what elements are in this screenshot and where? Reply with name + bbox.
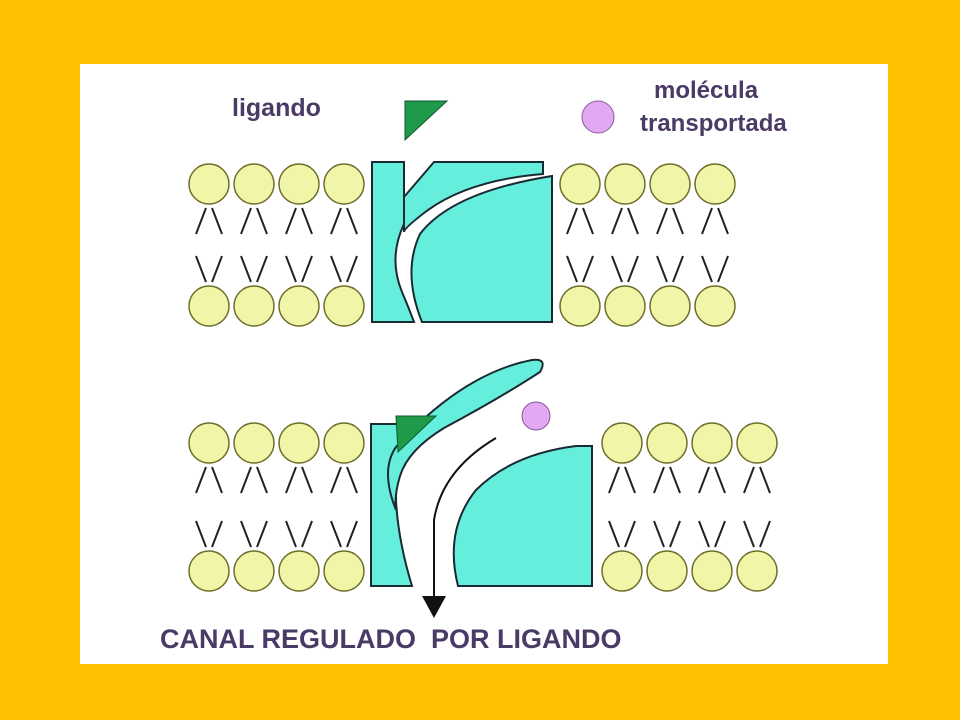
lipid-tail-icon	[611, 255, 639, 283]
bound-ligand-icon	[395, 415, 438, 454]
lipid-head-icon	[188, 285, 230, 327]
lipid-tail-icon	[566, 255, 594, 283]
lipid-head-icon	[188, 163, 230, 205]
channel-gate-flap-icon	[387, 358, 544, 511]
lipid-bilayer-icon	[559, 163, 736, 327]
lipid-head-icon	[233, 163, 275, 205]
lipid-head-icon	[559, 285, 601, 327]
lipid-head-icon	[604, 285, 646, 327]
lipid-tail-icon	[240, 466, 268, 494]
lipid-tail-icon	[195, 207, 223, 235]
lipid-head-icon	[694, 285, 736, 327]
molecule-label-line1: molécula	[654, 77, 759, 104]
closed-channel-icon	[371, 100, 553, 323]
lipid-tail-icon	[653, 466, 681, 494]
lipid-tail-icon	[743, 520, 771, 548]
lipid-head-icon	[278, 550, 320, 592]
molecule-legend-icon	[581, 100, 615, 134]
lipid-head-icon	[601, 550, 643, 592]
lipid-head-icon	[323, 550, 365, 592]
ligand-icon	[404, 100, 449, 142]
lipid-tail-icon	[330, 520, 358, 548]
lipid-head-icon	[601, 422, 643, 464]
lipid-bilayer-icon	[188, 163, 365, 327]
arrow-head-icon	[422, 596, 446, 618]
lipid-head-icon	[694, 163, 736, 205]
lipid-tail-icon	[240, 255, 268, 283]
lipid-head-icon	[736, 422, 778, 464]
lipid-tail-icon	[701, 207, 729, 235]
lipid-head-icon	[233, 550, 275, 592]
lipid-tail-icon	[285, 255, 313, 283]
lipid-head-icon	[323, 422, 365, 464]
lipid-tail-icon	[566, 207, 594, 235]
lipid-tail-icon	[285, 207, 313, 235]
diagram-caption: CANAL REGULADO POR LIGANDO	[160, 624, 622, 654]
open-channel-icon	[370, 358, 593, 618]
lipid-bilayer-icon	[601, 422, 778, 592]
lipid-tail-icon	[195, 466, 223, 494]
lipid-tail-icon	[330, 255, 358, 283]
lipid-head-icon	[188, 422, 230, 464]
channel-right-subunit-icon	[452, 445, 593, 587]
channel-right-subunit-icon	[410, 174, 553, 323]
lipid-tail-icon	[240, 520, 268, 548]
lipid-head-icon	[646, 422, 688, 464]
lipid-head-icon	[188, 550, 230, 592]
lipid-head-icon	[604, 163, 646, 205]
lipid-head-icon	[691, 422, 733, 464]
molecule-label-line2: transportada	[640, 110, 787, 137]
channel-hook-icon	[403, 161, 544, 233]
lipid-tail-icon	[608, 466, 636, 494]
lipid-head-icon	[649, 285, 691, 327]
lipid-head-icon	[323, 163, 365, 205]
lipid-tail-icon	[656, 207, 684, 235]
lipid-tail-icon	[195, 520, 223, 548]
lipid-head-icon	[233, 285, 275, 327]
lipid-tail-icon	[611, 207, 639, 235]
transport-arrow-icon	[433, 437, 497, 598]
lipid-tail-icon	[656, 255, 684, 283]
lipid-head-icon	[646, 550, 688, 592]
lipid-head-icon	[559, 163, 601, 205]
lipid-tail-icon	[698, 466, 726, 494]
lipid-head-icon	[278, 163, 320, 205]
channel-left-subunit-icon	[371, 161, 416, 323]
lipid-tail-icon	[285, 466, 313, 494]
lipid-head-icon	[278, 285, 320, 327]
transported-molecule-icon	[521, 401, 551, 431]
lipid-tail-icon	[653, 520, 681, 548]
lipid-head-icon	[649, 163, 691, 205]
lipid-tail-icon	[701, 255, 729, 283]
lipid-tail-icon	[743, 466, 771, 494]
lipid-tail-icon	[195, 255, 223, 283]
lipid-bilayer-icon	[188, 422, 365, 592]
lipid-head-icon	[736, 550, 778, 592]
lipid-tail-icon	[240, 207, 268, 235]
lipid-tail-icon	[698, 520, 726, 548]
lipid-tail-icon	[285, 520, 313, 548]
lipid-head-icon	[278, 422, 320, 464]
lipid-head-icon	[233, 422, 275, 464]
lipid-tail-icon	[608, 520, 636, 548]
lipid-bilayers	[188, 163, 778, 592]
lipid-tail-icon	[330, 466, 358, 494]
lipid-tail-icon	[330, 207, 358, 235]
ligand-label: ligando	[232, 94, 321, 122]
lipid-head-icon	[323, 285, 365, 327]
lipid-head-icon	[691, 550, 733, 592]
